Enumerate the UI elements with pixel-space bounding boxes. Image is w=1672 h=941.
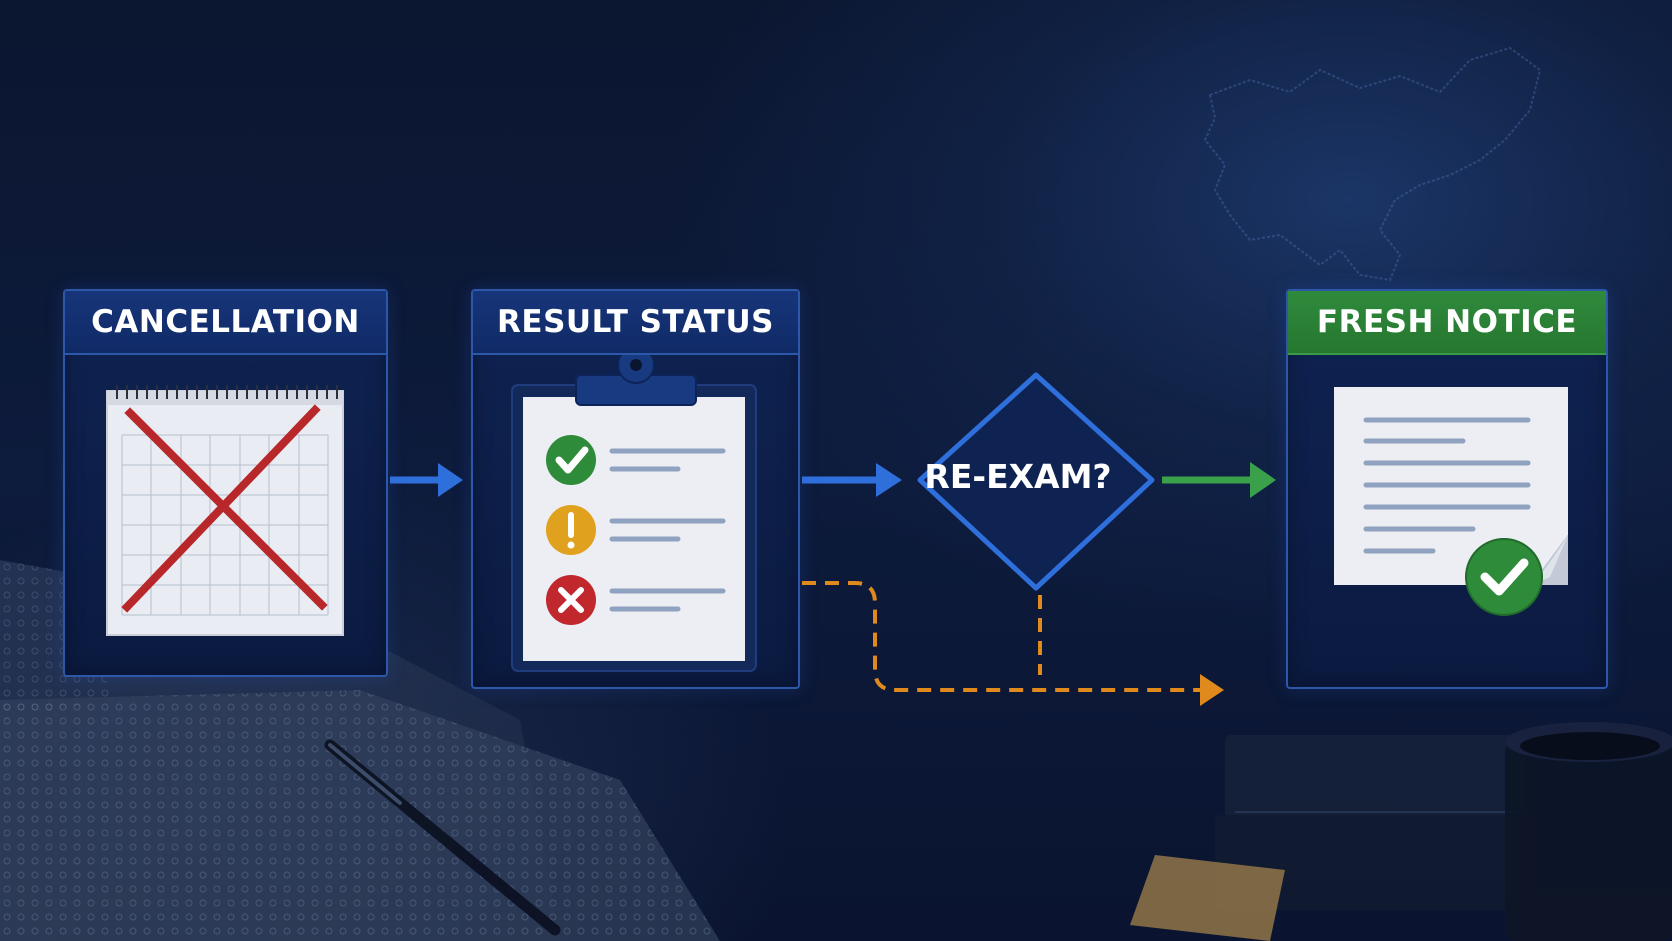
cancellation-card: CANCELLATION: [63, 289, 388, 677]
sticky-note: [1130, 855, 1285, 941]
clipboard-checklist-icon: [511, 346, 757, 672]
cancellation-title: CANCELLATION: [65, 291, 386, 355]
cancel-cross: [121, 404, 328, 613]
result-status-title: RESULT STATUS: [473, 291, 798, 355]
error-icon: [546, 575, 596, 625]
document-check-icon: [1334, 387, 1568, 616]
cancellation-body: [65, 355, 386, 679]
books: [1215, 735, 1535, 910]
pen: [324, 739, 561, 936]
approved-check-icon: [1465, 538, 1543, 616]
check-icon: [546, 435, 596, 485]
crossed-calendar-icon: [106, 385, 344, 636]
result-status-body: [473, 346, 798, 693]
decision-label: RE-EXAM?: [924, 457, 1112, 496]
warning-icon: [546, 505, 596, 555]
fresh-notice-card: FRESH NOTICE: [1286, 289, 1608, 689]
map-outline: [1203, 46, 1542, 282]
fresh-notice-body: [1288, 355, 1606, 693]
result-status-card: RESULT STATUS: [471, 289, 800, 689]
fresh-notice-title: FRESH NOTICE: [1288, 291, 1606, 355]
mug: [1505, 722, 1672, 941]
